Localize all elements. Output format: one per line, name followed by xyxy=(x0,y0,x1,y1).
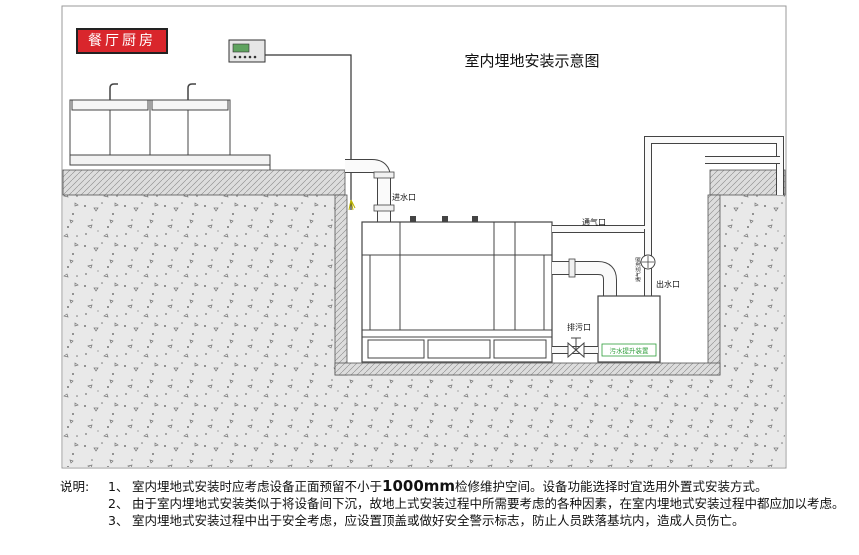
drain-label: 排污口 xyxy=(567,322,591,332)
pit-floor xyxy=(334,362,721,376)
counter-top xyxy=(69,154,271,166)
installation-diagram: 室内埋地安装示意图 进水口 通气口 出水口 排污口 污水提升装置 通气溢流阀 xyxy=(61,5,787,469)
pit-wall-left xyxy=(334,194,348,376)
faucet-right xyxy=(187,83,196,100)
left-floor-slab xyxy=(62,169,346,196)
faucet-left xyxy=(109,83,118,100)
outlet-label: 出水口 xyxy=(656,279,680,289)
right-floor-slab xyxy=(709,169,786,196)
note-2: 2、 由于室内埋地式安装类似于将设备间下沉，故地上式安装过程中所需要考虑的各种因… xyxy=(108,496,845,511)
ground-concrete xyxy=(63,195,785,467)
notes-prefix: 说明: xyxy=(60,479,90,494)
room-label: 餐厅厨房 xyxy=(76,28,168,54)
notes: 说明: 1、 室内埋地式安装时应考虑设备正面预留不小于1000mm检修维护空间。… xyxy=(60,478,850,529)
control-cable xyxy=(265,54,352,210)
check-valve-label: 通气溢流阀 xyxy=(635,257,642,282)
note-1: 说明: 1、 室内埋地式安装时应考虑设备正面预留不小于1000mm检修维护空间。… xyxy=(60,477,768,495)
vent-label: 通气口 xyxy=(582,217,606,227)
note-3: 3、 室内埋地式安装过程中出于安全考虑，应设置顶盖或做好安全警示标志，防止人员跌… xyxy=(108,513,745,528)
inlet-label: 进水口 xyxy=(392,192,416,202)
diagram-title: 室内埋地安装示意图 xyxy=(464,52,599,70)
device-label: 污水提升装置 xyxy=(610,346,650,355)
pit-wall-right xyxy=(707,194,721,376)
lifting-tank xyxy=(361,221,553,363)
